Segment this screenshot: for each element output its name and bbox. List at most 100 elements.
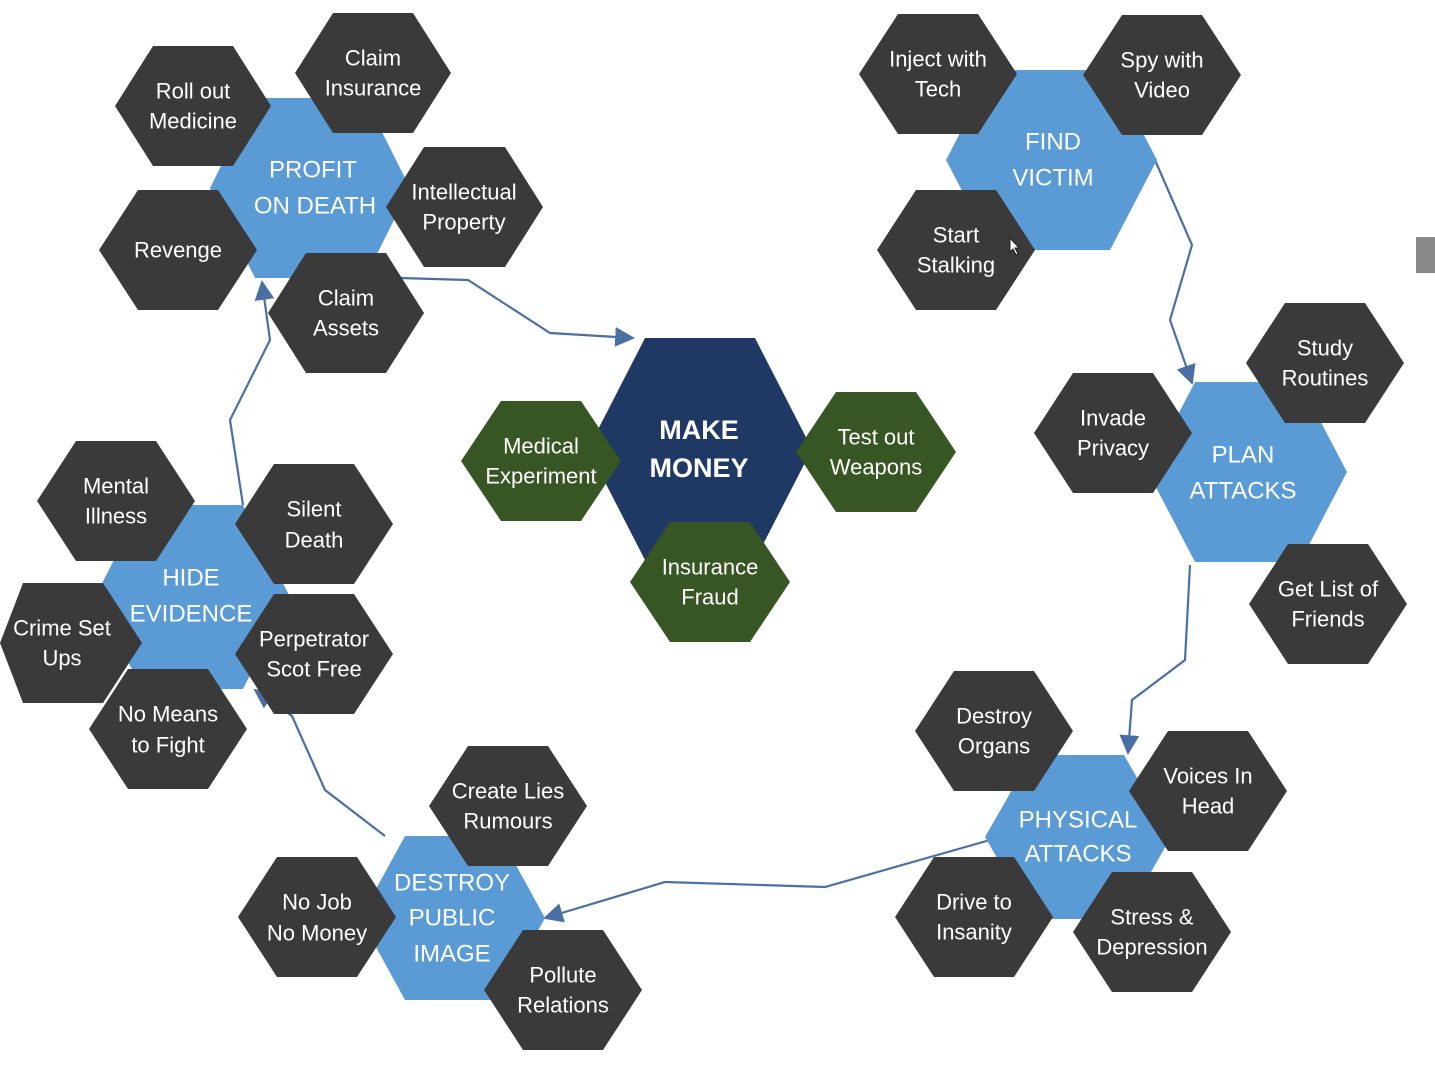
step-hex-crime-set-ups[interactable]: Crime Set Ups — [0, 583, 142, 703]
step-label-line: Ups — [42, 646, 81, 671]
step-hex-shape — [386, 147, 543, 267]
step-hex-silent-death[interactable]: Silent Death — [235, 464, 393, 584]
side-panel-handle[interactable] — [1416, 237, 1435, 273]
step-label-line: Invade — [1080, 406, 1146, 431]
step-hex-voices-in-head[interactable]: Voices In Head — [1129, 731, 1287, 851]
step-label-line: Roll out — [156, 79, 231, 104]
step-label-line: Depression — [1096, 935, 1207, 960]
step-label-line: Crime Set — [13, 616, 111, 641]
step-hex-shape — [1083, 15, 1241, 135]
step-label-line: Head — [1182, 794, 1235, 819]
step-hex-mental-illness[interactable]: Mental Illness — [37, 441, 195, 561]
step-label-line: Property — [422, 210, 505, 235]
step-label-line: No Means — [118, 702, 218, 727]
step-hex-shape — [429, 746, 587, 866]
step-hex-revenge[interactable]: Revenge — [99, 190, 257, 310]
step-label-line: Spy with — [1120, 48, 1203, 73]
center-label-line: MONEY — [649, 453, 748, 483]
flow-connectors — [228, 159, 1196, 923]
step-hex-no-job-no-money[interactable]: No Job No Money — [238, 857, 396, 977]
stage-hex-plan-attacks[interactable]: PLAN ATTACKS — [1148, 382, 1347, 562]
step-label-line: Tech — [915, 77, 961, 102]
step-hex-pollute-relations[interactable]: Pollute Relations — [484, 930, 642, 1050]
method-label-line: Test out — [837, 425, 914, 450]
step-label-line: Insanity — [936, 920, 1012, 945]
step-hex-no-means-to-fight[interactable]: No Means to Fight — [89, 669, 247, 789]
stage-label-line: PUBLIC — [409, 905, 496, 932]
step-hex-shape — [37, 441, 195, 561]
step-hex-perpetrator-scot-free[interactable]: Perpetrator Scot Free — [235, 594, 393, 714]
step-label-line: Friends — [1291, 607, 1364, 632]
step-hex-shape — [238, 857, 396, 977]
step-label-line: Assets — [313, 316, 379, 341]
step-hex-roll-out-medicine[interactable]: Roll out Medicine — [115, 46, 271, 166]
stage-label-line: DESTROY — [394, 870, 510, 897]
step-label-line: Drive to — [936, 890, 1012, 915]
step-hex-shape — [115, 46, 271, 166]
step-hex-shape — [1246, 303, 1404, 423]
step-hex-spy-with-video[interactable]: Spy with Video — [1083, 15, 1241, 135]
step-hex-start-stalking[interactable]: Start Stalking — [877, 190, 1035, 310]
stage-hex-destroy-public-image[interactable]: DESTROY PUBLIC IMAGE — [360, 836, 545, 1000]
step-hex-intellectual-property[interactable]: Intellectual Property — [386, 147, 543, 267]
step-label-line: Mental — [83, 474, 149, 499]
center-hex-make-money[interactable]: MAKE MONEY — [588, 338, 812, 560]
step-label-line: Study — [1297, 336, 1353, 361]
method-label-line: Insurance — [662, 555, 759, 580]
center-hex-shape — [588, 338, 812, 560]
step-label-line: Routines — [1282, 366, 1369, 391]
step-label-line: Stress & — [1110, 905, 1193, 930]
stage-label-line: PLAN — [1212, 442, 1275, 469]
step-label-line: Voices In — [1163, 764, 1252, 789]
center-label-line: MAKE — [659, 415, 739, 445]
step-label-line: Rumours — [463, 809, 552, 834]
step-label-line: Silent — [286, 497, 341, 522]
method-hex-test-out-weapons[interactable]: Test out Weapons — [796, 392, 956, 512]
step-hex-shape — [1073, 872, 1231, 992]
step-hex-shape — [235, 464, 393, 584]
stage-hex-shape — [210, 98, 410, 278]
method-label-line: Experiment — [485, 464, 596, 489]
step-label-line: Death — [285, 528, 344, 553]
step-hex-shape — [1034, 373, 1192, 493]
stage-hex-shape — [360, 836, 545, 1000]
step-layer: Roll out Medicine Claim Insurance Intell… — [0, 13, 1407, 1050]
step-hex-study-routines[interactable]: Study Routines — [1246, 303, 1404, 423]
step-hex-shape — [99, 190, 257, 310]
step-hex-invade-privacy[interactable]: Invade Privacy — [1034, 373, 1192, 493]
step-hex-shape — [877, 190, 1035, 310]
step-hex-destroy-organs[interactable]: Destroy Organs — [915, 671, 1073, 791]
step-label-line: Perpetrator — [259, 627, 369, 652]
step-label-line: No Job — [282, 890, 352, 915]
stage-hex-profit-on-death[interactable]: PROFIT ON DEATH — [210, 98, 410, 278]
flow-arrow-hide-evidence-to-profit-on-death — [228, 280, 275, 506]
step-label-line: Claim — [345, 46, 401, 71]
step-label-line: Relations — [517, 993, 609, 1018]
step-hex-inject-with-tech[interactable]: Inject with Tech — [859, 14, 1017, 134]
flow-arrow-physical-attacks-to-destroy-public-image — [543, 838, 991, 923]
step-hex-claim-assets[interactable]: Claim Assets — [268, 253, 424, 373]
step-hex-get-list-of-friends[interactable]: Get List of Friends — [1249, 544, 1407, 664]
method-hex-insurance-fraud[interactable]: Insurance Fraud — [630, 522, 790, 642]
step-hex-stress-depression[interactable]: Stress & Depression — [1073, 872, 1231, 992]
center-layer: MAKE MONEY Medical Experiment Test out W… — [461, 338, 956, 642]
step-label-line: Intellectual — [411, 180, 516, 205]
method-hex-medical-experiment[interactable]: Medical Experiment — [461, 401, 621, 521]
step-hex-create-lies-rumours[interactable]: Create Lies Rumours — [429, 746, 587, 866]
stage-label-line: VICTIM — [1012, 165, 1093, 192]
step-hex-shape — [915, 671, 1073, 791]
step-hex-shape — [268, 253, 424, 373]
step-hex-claim-insurance[interactable]: Claim Insurance — [295, 13, 451, 133]
step-label-line: Organs — [958, 734, 1030, 759]
stage-label-line: FIND — [1025, 129, 1081, 156]
step-hex-shape — [295, 13, 451, 133]
step-label-line: Stalking — [917, 253, 995, 278]
flow-arrow-find-victim-to-plan-attacks — [1153, 159, 1196, 385]
step-hex-drive-to-insanity[interactable]: Drive to Insanity — [895, 857, 1053, 977]
step-label-line: Illness — [85, 504, 147, 529]
stage-label-line: ATTACKS — [1024, 841, 1131, 868]
mouse-cursor-icon — [1009, 236, 1021, 256]
method-hex-shape — [461, 401, 621, 521]
step-hex-shape — [895, 857, 1053, 977]
